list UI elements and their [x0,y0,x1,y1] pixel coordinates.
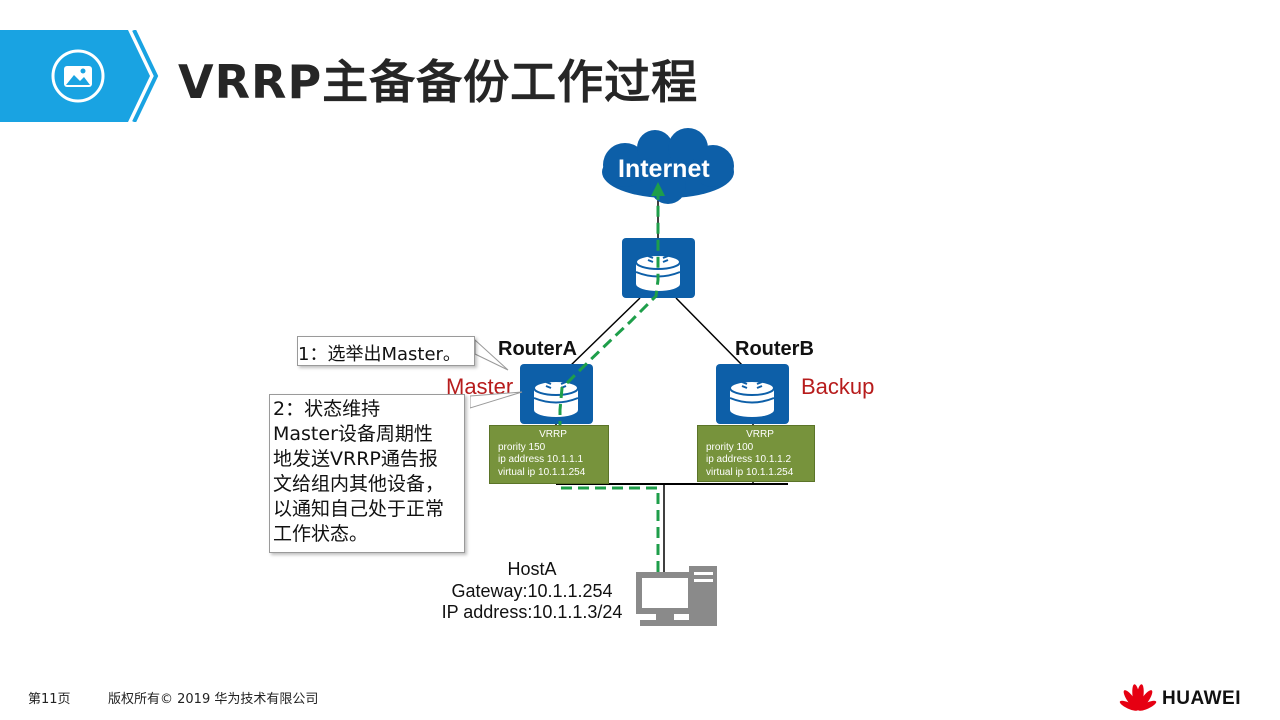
routerb-name: RouterB [735,338,814,360]
internet-cloud [602,128,734,204]
vrrp-title: VRRP [746,429,774,440]
header-banner [0,30,159,122]
vrrp-ip: ip address 10.1.1.1 [498,454,584,465]
host-gateway: Gateway:10.1.1.254 [451,581,613,601]
link-core-routerb [675,297,746,369]
routera-icon [520,364,593,424]
callout-step2: 2：状态维持 Master设备周期性 地发送VRRP通告报 文给组内其他设备， … [269,394,465,553]
host-ip: IP address:10.1.1.3/24 [441,602,623,622]
vrrp-title: VRRP [539,429,567,440]
vrrp-virtual-ip: virtual ip 10.1.1.254 [706,466,794,478]
vrrp-priority: prority 150 [498,441,546,453]
image-icon [51,49,105,103]
core-router-icon [622,238,695,298]
copyright: 版权所有© 2019 华为技术有限公司 [108,692,319,707]
link-core-routera [567,297,641,369]
brand-name: HUAWEI [1162,688,1241,709]
internet-label: Internet [618,155,710,183]
callout-step2-line: 工作状态。 [273,523,369,545]
page-title: VRRP主备备份工作过程 [178,55,699,109]
routerb-role: Backup [801,374,875,399]
host-name: HostA [507,559,557,579]
vrrp-ip: ip address 10.1.1.2 [706,454,792,465]
huawei-logo-icon [1119,684,1157,711]
callout-step2-line: 2：状态维持 [273,398,381,420]
page-number: 第11页 [28,692,71,707]
callout-step2-line: 以通知自己处于正常 [273,498,445,520]
callout-step2-line: Master设备周期性 [273,423,433,445]
routerb-vrrp-box: VRRP prority 100 ip address 10.1.1.2 vir… [697,425,815,482]
routera-name: RouterA [498,338,577,360]
routerb-icon [716,364,789,424]
vrrp-priority: prority 100 [706,441,754,453]
routera-vrrp-box: VRRP prority 150 ip address 10.1.1.1 vir… [489,425,609,484]
path-arrowhead [651,182,665,196]
vrrp-advert-path [558,196,660,572]
callout-pointers [470,338,523,409]
callout-step2-line: 文给组内其他设备， [273,473,445,495]
callout-step2-line: 地发送VRRP通告报 [273,448,438,470]
callout-step1: 1：选举出Master。 [297,336,475,366]
vrrp-virtual-ip: virtual ip 10.1.1.254 [498,466,586,478]
host-computer-icon [636,566,717,626]
